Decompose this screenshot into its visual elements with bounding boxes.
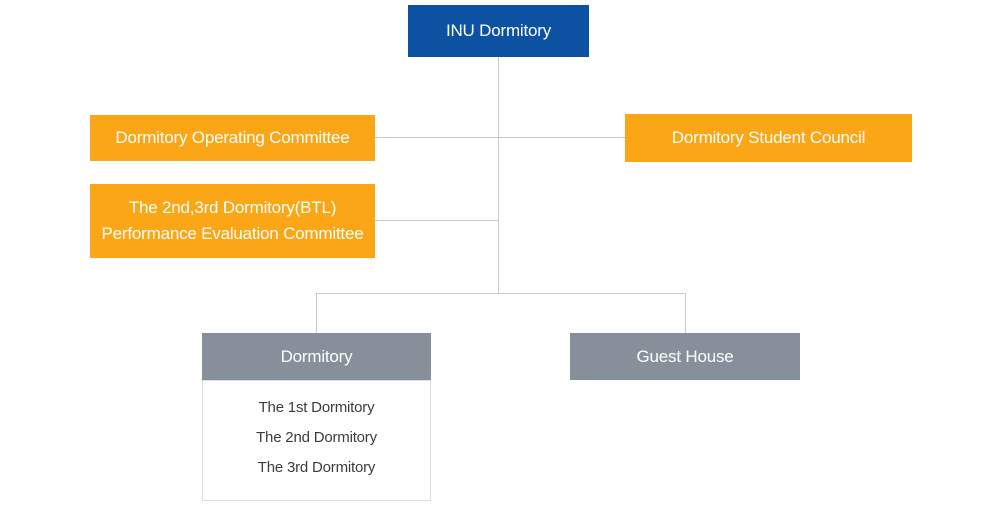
connector-vertical-center — [498, 57, 499, 293]
node-dormitory-group: Dormitory — [202, 333, 431, 380]
node-operating-committee-label: Dormitory Operating Committee — [115, 128, 350, 147]
node-dormitory-group-label: Dormitory — [280, 346, 353, 366]
node-btl-committee: The 2nd,3rd Dormitory(BTL) Performance E… — [90, 184, 375, 258]
list-item-1st-dormitory: The 1st Dormitory — [258, 398, 375, 416]
node-guest-house: Guest House — [570, 333, 800, 380]
connector-horizontal-committees — [375, 137, 625, 138]
connector-horizontal-bottom — [316, 293, 685, 294]
node-guest-house-label: Guest House — [636, 346, 734, 366]
connector-vertical-guest-house — [685, 293, 686, 333]
node-student-council: Dormitory Student Council — [625, 114, 912, 162]
list-item-2nd-dormitory: The 2nd Dormitory — [256, 428, 377, 446]
node-operating-committee: Dormitory Operating Committee — [90, 115, 375, 161]
dormitory-sub-list: The 1st Dormitory The 2nd Dormitory The … — [202, 380, 431, 501]
node-student-council-label: Dormitory Student Council — [671, 128, 866, 147]
node-inu-dormitory: INU Dormitory — [408, 5, 589, 57]
node-inu-dormitory-label: INU Dormitory — [445, 21, 552, 40]
connector-horizontal-btl — [375, 220, 499, 221]
node-btl-committee-label-line2: Performance Evaluation Committee — [101, 224, 364, 243]
connector-vertical-dormitory — [316, 293, 317, 333]
node-btl-committee-label-line1: The 2nd,3rd Dormitory(BTL) — [128, 198, 337, 217]
list-item-3rd-dormitory: The 3rd Dormitory — [257, 458, 376, 476]
